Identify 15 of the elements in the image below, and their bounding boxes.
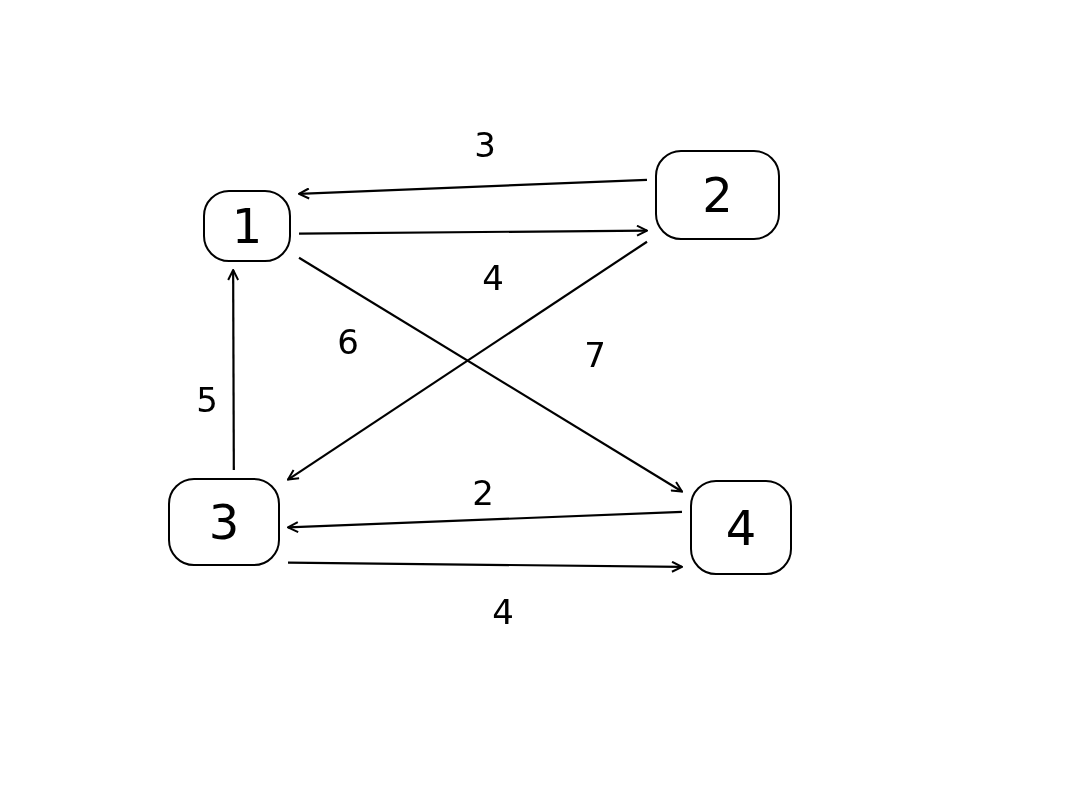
- node-box: [655, 150, 780, 240]
- node-box: [690, 480, 792, 575]
- arrow: [299, 224, 648, 237]
- node-label: 1: [231, 198, 263, 254]
- node-label: 2: [702, 167, 733, 223]
- node-box: [203, 190, 291, 262]
- arrow: [287, 240, 648, 481]
- arrow: [288, 560, 683, 573]
- arrow: [298, 256, 683, 493]
- node-label: 4: [725, 499, 757, 556]
- arrow: [287, 510, 683, 534]
- arrow: [298, 178, 648, 200]
- node-box: [168, 478, 280, 566]
- arrow: [227, 269, 240, 470]
- node-label: 3: [208, 494, 240, 550]
